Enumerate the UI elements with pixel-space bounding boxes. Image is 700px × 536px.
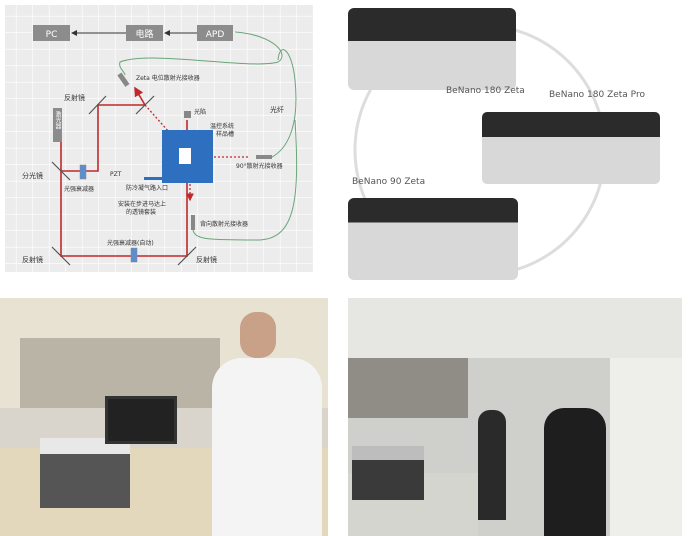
benano-180-zeta-image [348, 8, 516, 90]
pc-box: PC [33, 25, 70, 41]
benano-180-zeta-pro-image [482, 112, 660, 184]
svg-text:PC: PC [46, 30, 58, 40]
svg-text:反射镜: 反射镜 [22, 255, 43, 264]
svg-text:90°散射光接收器: 90°散射光接收器 [236, 162, 283, 170]
svg-text:分光镜: 分光镜 [22, 171, 43, 180]
svg-text:防冷凝气路入口: 防冷凝气路入口 [126, 184, 168, 192]
svg-text:APD: APD [206, 30, 225, 40]
svg-text:安装在步进马达上: 安装在步进马达上 [118, 200, 166, 208]
lab-photo-group [348, 298, 682, 536]
svg-text:反射镜: 反射镜 [64, 93, 85, 102]
optical-fiber [119, 31, 298, 241]
laser: 激光器 [53, 108, 62, 142]
product-label: BeNano 180 Zeta [446, 86, 525, 96]
svg-text:背向散射光接收器: 背向散射光接收器 [200, 220, 248, 228]
svg-text:样品槽: 样品槽 [216, 130, 234, 138]
svg-text:光纤: 光纤 [270, 105, 284, 114]
circuit-box: 电路 [126, 25, 163, 41]
receiver-90 [256, 155, 272, 159]
mirrors [51, 95, 197, 266]
laser-beam [60, 104, 188, 257]
product-label: BeNano 90 Zeta [352, 177, 426, 187]
product-lineup: BeNano 180 Zeta BeNano 180 Zeta Pro BeNa… [340, 0, 685, 290]
benano-90-zeta-image [348, 198, 518, 280]
svg-text:光强衰减器(自动): 光强衰减器(自动) [107, 239, 154, 247]
svg-text:反射镜: 反射镜 [196, 255, 217, 264]
svg-text:光强衰减器: 光强衰减器 [64, 185, 94, 193]
product-label: BeNano 180 Zeta Pro [549, 90, 645, 100]
svg-text:光陷: 光陷 [194, 108, 206, 116]
svg-text:Zeta 电位散射光接收器: Zeta 电位散射光接收器 [136, 74, 200, 82]
svg-text:的透镜套装: 的透镜套装 [126, 208, 156, 216]
svg-text:温控系统: 温控系统 [210, 122, 234, 130]
svg-text:电路: 电路 [135, 28, 153, 40]
lab-photo-researcher [0, 298, 328, 536]
svg-text:PZT: PZT [110, 171, 122, 178]
beam-trap [184, 111, 191, 118]
svg-text:激光器: 激光器 [54, 110, 61, 130]
apd-box: APD [197, 25, 233, 41]
optical-path-diagram: PC 电路 APD 激光器 Zeta 电位散射光接收器 反射镜 光陷 光纤 温控… [5, 5, 313, 272]
